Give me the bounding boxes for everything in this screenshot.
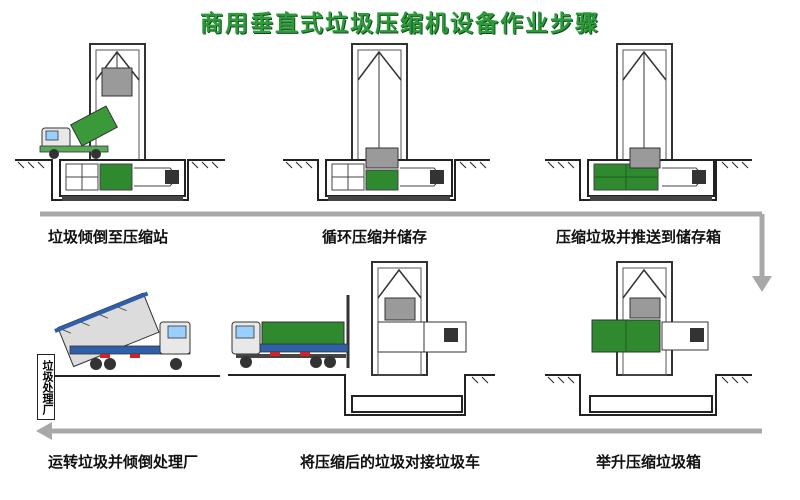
step-6-label: 运转垃圾并倾倒处理厂 [48, 453, 199, 471]
step-3-label: 压缩垃圾并推送到储存箱 [556, 228, 722, 246]
station-1 [15, 43, 225, 201]
station-5 [228, 261, 495, 416]
step-1-label: 垃圾倾倒至压缩站 [48, 228, 169, 246]
step-2-label: 循环压缩并储存 [322, 228, 428, 246]
station-3 [545, 43, 752, 201]
station-2 [283, 43, 490, 201]
page-title: 商用垂直式垃圾压缩机设备作业步骤 [200, 11, 600, 37]
step-4-label: 举升压缩垃圾箱 [596, 453, 702, 471]
landfill-sign: 垃圾处理厂 [37, 354, 55, 420]
flow-arrow-top [40, 211, 772, 292]
flow-arrow-bottom [36, 422, 762, 440]
station-6 [52, 291, 220, 377]
station-4 [545, 261, 752, 416]
step-5-label: 将压缩后的垃圾对接垃圾车 [300, 453, 481, 471]
